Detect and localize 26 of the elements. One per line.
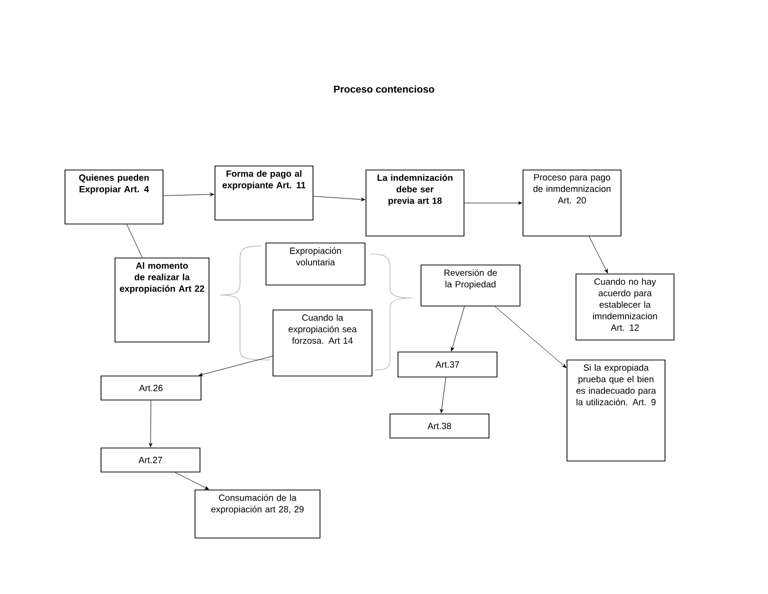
arrow: [494, 306, 566, 368]
arrow: [174, 472, 209, 490]
text-box: Art.27: [100, 448, 200, 472]
text-box: La indemnización debe ser previa art 18: [366, 170, 464, 236]
arrow: [440, 377, 446, 414]
text-box: Consumación de la expropiación art 28, 29: [194, 490, 320, 538]
arrow: [588, 236, 608, 274]
text-box: Cuando no hay acuerdo para establecer la imndemnizacion Art. 12: [576, 274, 674, 340]
text-box: Expropiación voluntaria: [266, 242, 366, 286]
arrow: [163, 192, 214, 196]
arrow: [313, 196, 366, 202]
text-box: Proceso para pago de inmdemnizacion Art. 20: [522, 170, 622, 236]
text-box: Cuando la expropiación sea forzosa. Art 14: [272, 310, 372, 376]
text-box: Quienes pueden Expropiar Art. 4: [64, 170, 164, 224]
text-box: Art.26: [100, 376, 202, 400]
text-box: Forma de pago al expropiante Art. 11: [214, 166, 314, 220]
arrow: [148, 400, 152, 448]
arrow: [464, 201, 522, 205]
text-box: Art.38: [390, 414, 490, 438]
arrow: [198, 356, 273, 376]
text-box: Si la expropiada prueba que el bien es inadecuado para la utilización. Art. 9: [566, 360, 666, 462]
arrow: [450, 306, 465, 352]
text-box: Al momento de realizar la expropiación Art 22: [114, 258, 210, 342]
title: Proceso contencioso: [334, 85, 434, 93]
text-box: Art.37: [398, 352, 498, 378]
text-box: Reversión de la Propiedad: [420, 264, 520, 306]
